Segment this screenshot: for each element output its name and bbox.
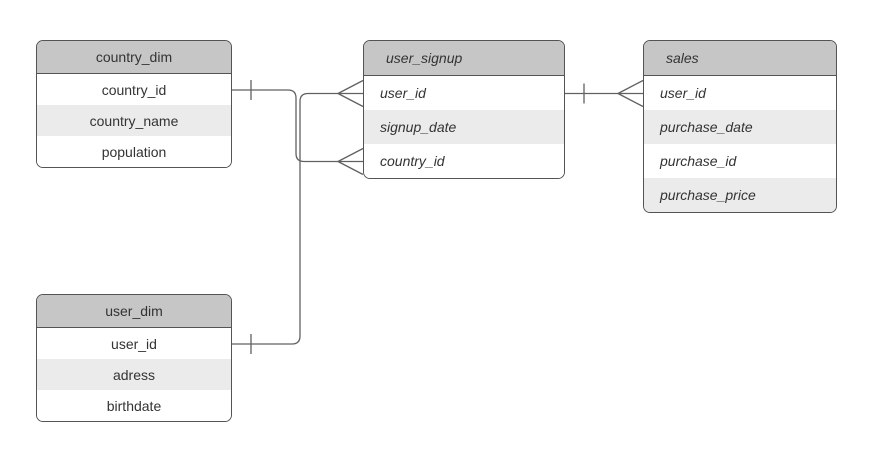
table-title: country_dim xyxy=(95,49,173,65)
column-label: country_id xyxy=(380,153,445,169)
sales-column-purchase_price[interactable]: purchase_price xyxy=(644,178,836,212)
country_dim-column-population[interactable]: population xyxy=(37,136,231,167)
user_signup-column-country_id[interactable]: country_id xyxy=(364,144,564,178)
column-label: purchase_id xyxy=(660,153,737,169)
column-label: user_id xyxy=(660,85,706,101)
relationship-user_dim-user_signup[interactable] xyxy=(232,79,364,355)
relationship-user_signup-sales[interactable] xyxy=(565,79,644,108)
user_signup-column-signup_date[interactable]: signup_date xyxy=(364,110,564,144)
table-title: user_signup xyxy=(386,50,463,66)
column-label: birthdate xyxy=(106,397,162,414)
relationship-country_dim-user_signup[interactable] xyxy=(232,80,364,176)
country_dim-column-country_id[interactable]: country_id xyxy=(37,74,231,105)
sales-column-purchase_id[interactable]: purchase_id xyxy=(644,144,836,178)
user_dim-table-header[interactable]: user_dim xyxy=(37,295,231,328)
column-label: signup_date xyxy=(380,119,457,135)
sales-table-header[interactable]: sales xyxy=(644,41,836,76)
user_dim-column-adress[interactable]: adress xyxy=(37,359,231,390)
user_signup-column-user_id[interactable]: user_id xyxy=(364,76,564,110)
table-title: sales xyxy=(666,50,699,66)
crows-foot-icon xyxy=(617,79,644,108)
column-label: user_id xyxy=(380,85,426,101)
crows-foot-icon xyxy=(337,147,364,176)
column-label: population xyxy=(101,143,167,160)
user_dim-column-user_id[interactable]: user_id xyxy=(37,328,231,359)
column-label: country_name xyxy=(89,112,179,129)
column-label: purchase_price xyxy=(660,187,756,203)
country_dim-table-header[interactable]: country_dim xyxy=(37,41,231,74)
column-label: purchase_date xyxy=(660,119,753,135)
column-label: user_id xyxy=(111,335,157,352)
user_signup-table[interactable]: user_signup user_id signup_date country_id xyxy=(363,40,565,179)
column-label: adress xyxy=(112,366,156,383)
user_signup-table-header[interactable]: user_signup xyxy=(364,41,564,76)
relationship-line[interactable] xyxy=(232,92,338,345)
column-label: country_id xyxy=(101,81,167,98)
sales-column-purchase_date[interactable]: purchase_date xyxy=(644,110,836,144)
relationship-line[interactable] xyxy=(232,89,338,163)
user_dim-column-birthdate[interactable]: birthdate xyxy=(37,390,231,421)
sales-column-user_id[interactable]: user_id xyxy=(644,76,836,110)
table-title: user_dim xyxy=(105,303,163,319)
country_dim-column-country_name[interactable]: country_name xyxy=(37,105,231,136)
crows-foot-icon xyxy=(337,79,364,108)
